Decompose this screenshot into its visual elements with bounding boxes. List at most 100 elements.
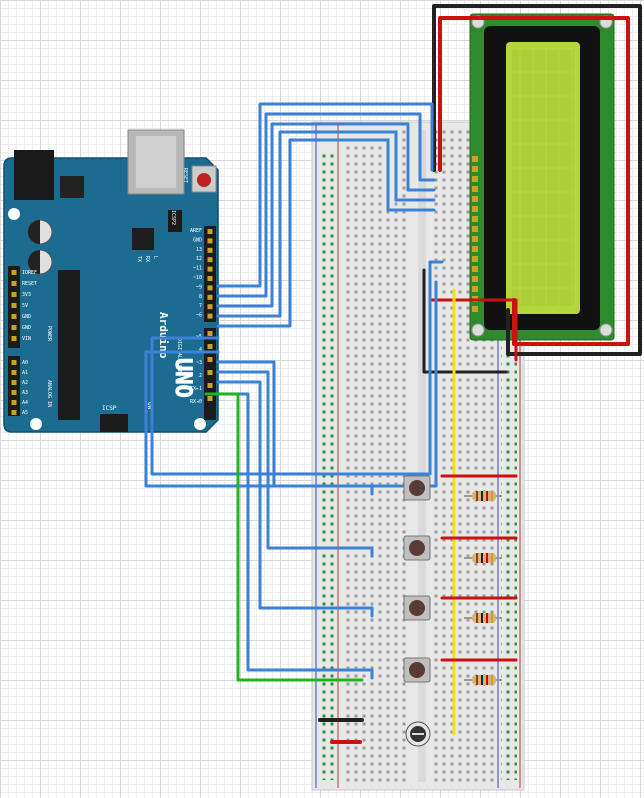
resistor-3 — [464, 613, 502, 623]
header-pin — [11, 292, 17, 297]
on-label: ON — [146, 402, 153, 410]
button-4 — [403, 657, 431, 683]
pin-label: 12 — [196, 256, 202, 262]
svg-text:POWER: POWER — [46, 326, 52, 342]
pin-label: TX▸1 — [190, 386, 202, 392]
header-pin — [207, 370, 213, 375]
voltage-regulator — [60, 176, 84, 198]
pin-label: A4 — [22, 400, 28, 406]
pin-label: VIN — [22, 336, 31, 342]
header-pin — [11, 400, 17, 405]
wire-button-3 — [216, 380, 374, 618]
power-jack — [14, 150, 54, 200]
wire-d7 — [150, 260, 444, 476]
svg-text:Arduino: Arduino — [157, 312, 170, 359]
header-pin — [207, 229, 213, 234]
header-pin — [11, 380, 17, 385]
potentiometer — [405, 721, 431, 747]
header-pin — [207, 247, 213, 253]
usb-chip — [132, 228, 154, 250]
power-label: POWER — [46, 326, 52, 342]
left-power-rail — [319, 150, 335, 780]
tx-label: TX — [136, 256, 142, 262]
header-pin — [11, 410, 17, 415]
wire-rail-black — [422, 268, 508, 374]
header-pin — [207, 266, 213, 272]
pin-label: ~6 — [196, 313, 202, 319]
pin-label: A3 — [22, 390, 28, 396]
svg-text:TX: TX — [136, 256, 142, 262]
header-pin — [207, 331, 213, 336]
analog-header — [8, 356, 20, 416]
header-pin — [207, 383, 213, 388]
header-pin — [207, 238, 213, 244]
microcontroller-chip — [58, 270, 80, 420]
header-pin — [207, 294, 213, 300]
pin-label: RESET — [22, 281, 37, 287]
wire-d10 — [216, 122, 436, 308]
digital-label: DIGITAL (PWM~) — [176, 338, 182, 380]
center-channel — [418, 130, 426, 782]
lcd-display — [469, 13, 615, 341]
button-1 — [403, 475, 431, 501]
header-pin — [11, 281, 17, 286]
analog-label: ANALOG IN — [46, 380, 52, 407]
pin-label: ~3 — [196, 360, 202, 366]
wire-d12 — [216, 102, 434, 288]
wire-d9 — [216, 130, 436, 318]
svg-text:DIGITAL (PWM~): DIGITAL (PWM~) — [176, 338, 182, 380]
icsp-header — [100, 414, 128, 432]
pin-label: 7 — [199, 303, 202, 309]
header-pin — [207, 276, 213, 281]
arduino-brand-label: Arduino — [157, 312, 170, 359]
svg-text:ICSP2: ICSP2 — [170, 210, 176, 225]
wire-button-1 — [216, 360, 374, 496]
arduino-uno-board: Arduino UNO ON ICSP ICSP2 RESET TX RX L … — [3, 129, 219, 433]
header-pin — [11, 390, 17, 395]
icsp-label: ICSP — [102, 405, 117, 412]
reset-button-cap — [197, 173, 211, 187]
header-pin — [11, 360, 17, 365]
wire-d11 — [216, 112, 436, 298]
header-pin — [207, 285, 213, 291]
header-pin — [207, 257, 213, 263]
pin-label: A5 — [22, 410, 28, 416]
header-pin — [11, 303, 17, 308]
pin-label: GND — [22, 314, 31, 320]
header-pin — [207, 344, 213, 349]
icsp2-label: ICSP2 — [170, 210, 176, 225]
header-pin — [11, 314, 17, 319]
pin-label: A1 — [22, 370, 28, 376]
resistor-4 — [464, 675, 502, 685]
svg-text:RX: RX — [144, 256, 150, 262]
header-pin — [11, 336, 17, 341]
pin-label: 5V — [22, 303, 28, 309]
resistor-2 — [464, 553, 502, 563]
pin-label: ~10 — [193, 275, 202, 281]
terminal-strip-left — [346, 130, 410, 782]
pin-label: ~11 — [193, 266, 202, 272]
pin-label: GND — [193, 237, 202, 243]
wire-green — [204, 392, 364, 682]
wire-button-2 — [216, 370, 374, 558]
pin-label: 3V3 — [22, 292, 31, 298]
svg-text:ANALOG IN: ANALOG IN — [46, 380, 52, 407]
wire-lcd-gnd-black — [432, 4, 642, 356]
pin-label: IOREF — [22, 270, 37, 276]
wire-d8 — [216, 138, 436, 328]
wire-d6 — [144, 280, 438, 488]
digital-header-high — [204, 226, 216, 322]
wire-lcd-vcc-red — [438, 16, 630, 346]
svg-text:ON: ON — [146, 402, 153, 410]
reset-label: RESET — [182, 168, 188, 183]
l-label: L — [152, 256, 158, 259]
header-pin — [11, 370, 17, 375]
header-pin — [11, 270, 17, 275]
svg-text:UNO: UNO — [170, 358, 195, 398]
pin-label: 8 — [199, 294, 202, 300]
header-pin — [11, 325, 17, 330]
pin-label: 4 — [199, 347, 202, 353]
